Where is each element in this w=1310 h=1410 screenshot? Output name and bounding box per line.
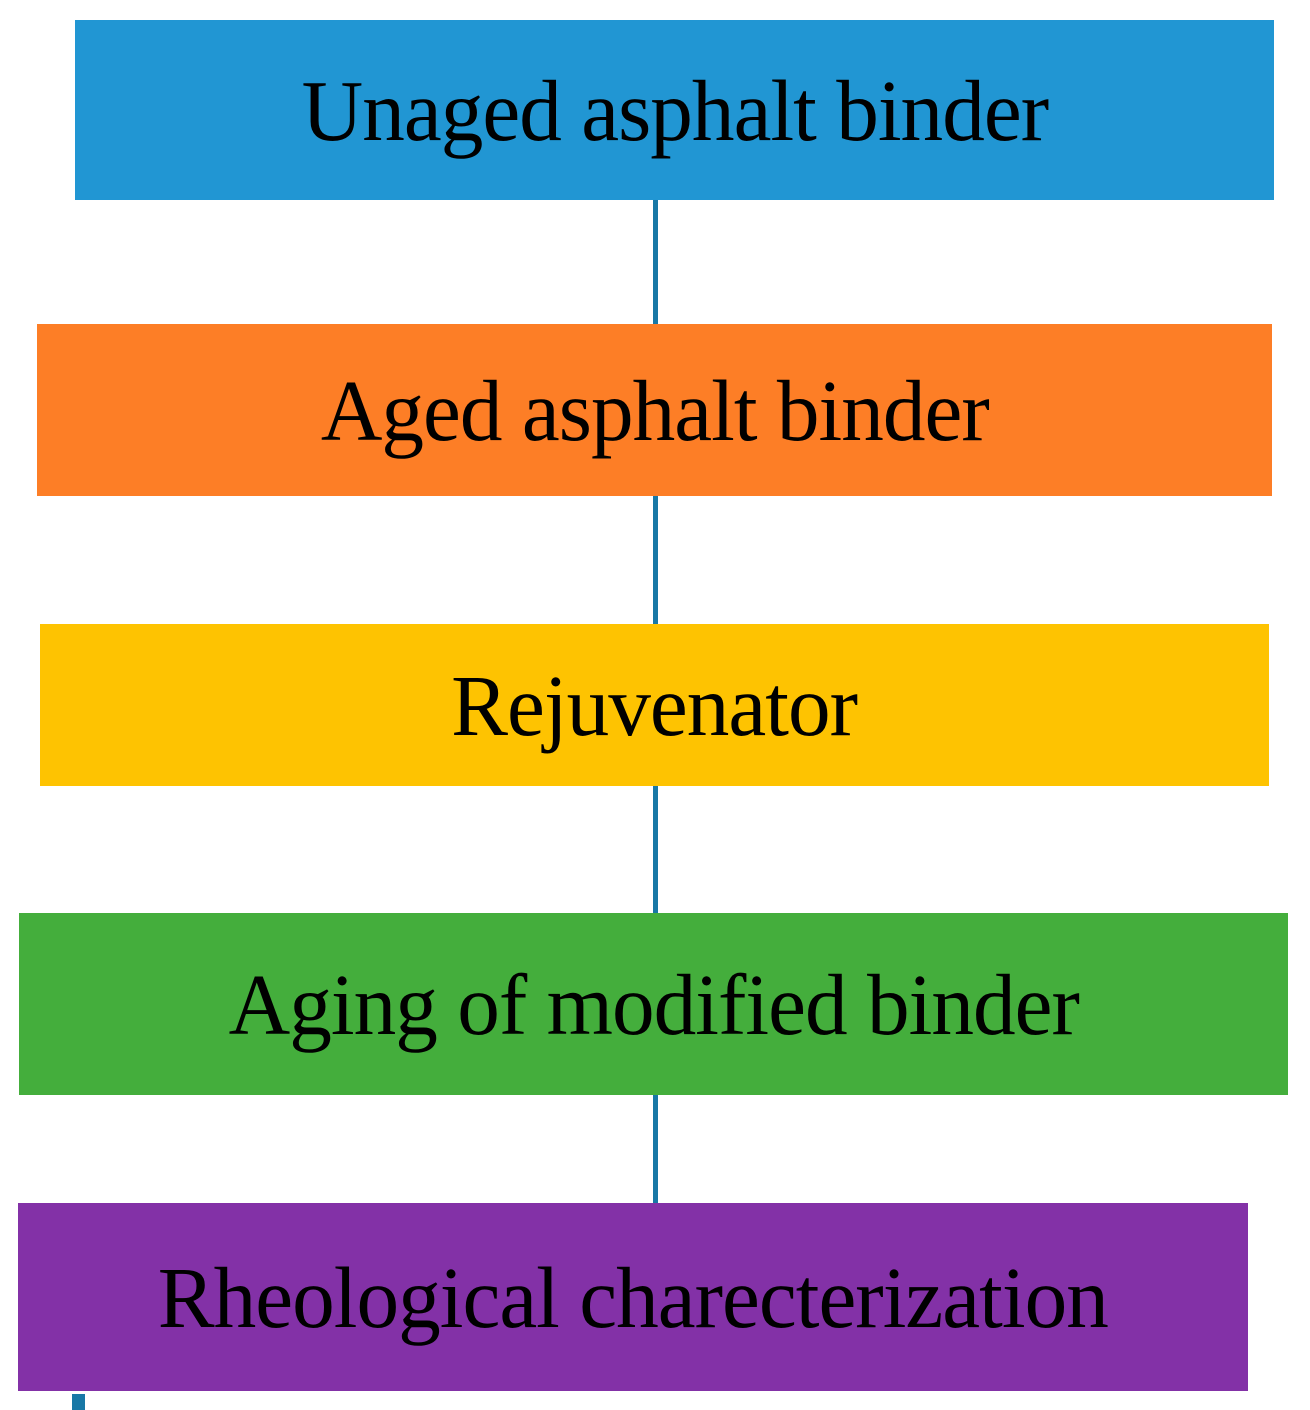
- flow-step-label: Rejuvenator: [451, 656, 859, 754]
- flow-step-aged-asphalt-binder: Aged asphalt binder: [37, 324, 1272, 496]
- flow-step-label: Aged asphalt binder: [320, 361, 989, 459]
- flow-step-label: Rheological charecterization: [157, 1248, 1109, 1346]
- connector-line-1: [653, 200, 658, 324]
- connector-stub-bottom: [72, 1394, 85, 1410]
- flow-step-unaged-asphalt-binder: Unaged asphalt binder: [75, 20, 1274, 200]
- connector-line-2: [653, 496, 658, 624]
- flow-step-label: Aging of modified binder: [228, 955, 1079, 1053]
- connector-line-4: [653, 1095, 658, 1203]
- flow-step-rheological-charecterization: Rheological charecterization: [18, 1203, 1248, 1391]
- flow-step-rejuvenator: Rejuvenator: [40, 624, 1269, 786]
- flow-step-aging-of-modified-binder: Aging of modified binder: [19, 913, 1288, 1095]
- connector-line-3: [653, 786, 658, 913]
- flow-step-label: Unaged asphalt binder: [301, 61, 1048, 159]
